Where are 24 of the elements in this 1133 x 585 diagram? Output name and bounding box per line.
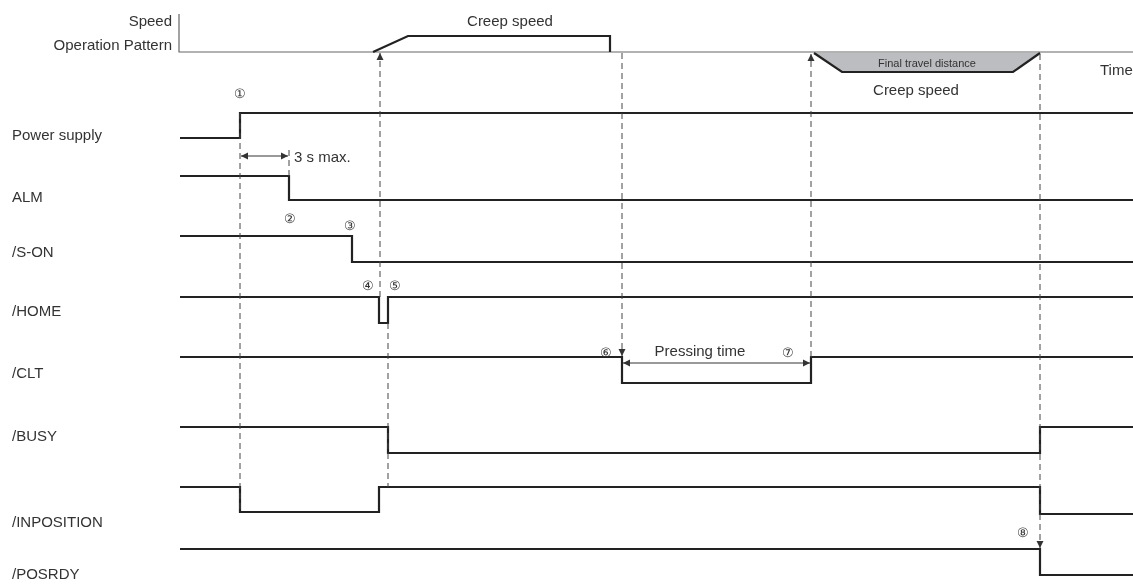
step-number: ⑦ [782,345,794,359]
signal-name: Power supply [12,126,103,142]
step-number: ⑧ [1017,525,1029,539]
speed-label: Creep speed [873,81,959,97]
step-number: ② [284,211,296,225]
signal-name: /S-ON [12,243,54,259]
area-label: Final travel distance [878,57,976,69]
speed-label: Creep speed [467,12,553,28]
step-number: ③ [344,218,356,232]
axis-label: Speed [128,12,172,28]
step-number: ① [234,86,246,100]
axis-label: Operation Pattern [53,36,172,52]
signal-name: /BUSY [12,427,57,443]
axis-label: Time [1100,61,1133,77]
time-annotation: 3 s max. [294,148,351,164]
step-number: ④ [362,278,374,292]
time-annotation: Pressing time [654,342,746,358]
step-number: ⑤ [389,278,401,292]
signal-name: /CLT [12,364,44,380]
step-number: ⑥ [600,345,612,359]
signal-name: /INPOSITION [12,513,103,529]
signal-name: /HOME [12,302,62,318]
signal-name: ALM [12,188,43,204]
signal-name: /POSRDY [12,565,80,581]
